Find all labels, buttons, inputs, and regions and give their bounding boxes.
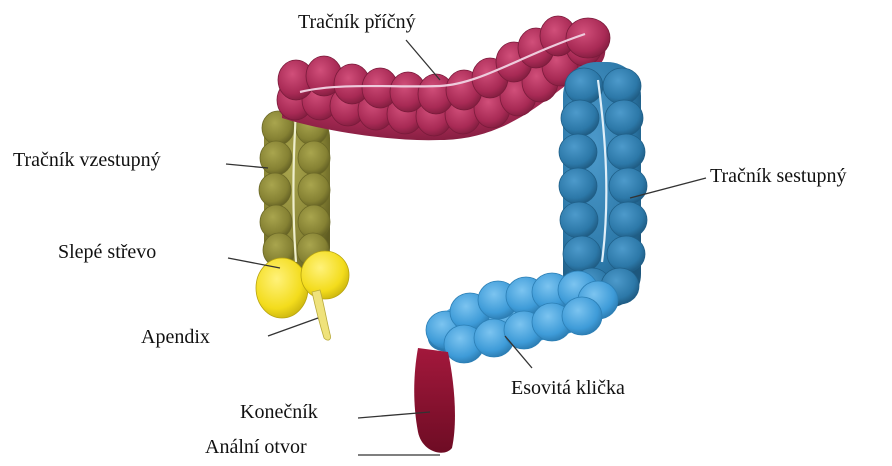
descending-colon xyxy=(559,62,647,308)
anus-label: Anální otvor xyxy=(205,437,307,457)
ascending-colon-label: Tračník vzestupný xyxy=(13,150,161,170)
descending-colon-label: Tračník sestupný xyxy=(710,166,846,186)
sigmoid-colon-label: Esovitá klička xyxy=(511,378,625,398)
rectum-label: Konečník xyxy=(240,402,318,422)
rectum xyxy=(414,348,455,453)
transverse-colon xyxy=(277,16,610,140)
sigmoid-colon xyxy=(426,271,618,363)
cecum-label: Slepé střevo xyxy=(58,242,156,262)
transverse-colon-label: Tračník příčný xyxy=(298,12,416,32)
appendix-label: Apendix xyxy=(141,327,210,347)
appendix-leader xyxy=(268,318,318,336)
